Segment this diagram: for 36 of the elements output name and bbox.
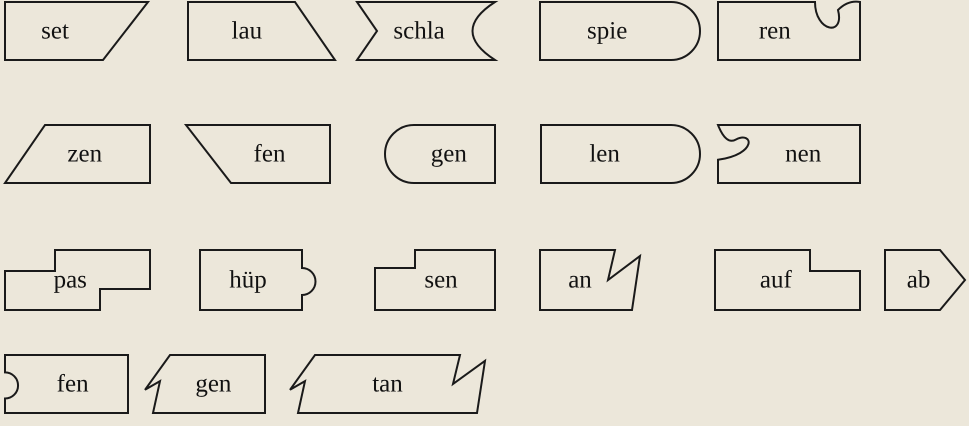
symbol-shape: [5, 125, 150, 183]
symbol-shape: [5, 250, 150, 310]
symbol-shape: [885, 250, 965, 310]
syllable-text: an: [568, 268, 592, 292]
syllable-text: fen: [254, 142, 286, 166]
symbol-shape: [718, 125, 860, 183]
syllable-text: gen: [195, 372, 232, 396]
symbol-shape: [718, 2, 860, 60]
symbol-shape: [5, 2, 148, 60]
syllable-text: ab: [906, 268, 930, 292]
syllable-text: zen: [67, 142, 102, 166]
symbol-shape: [186, 125, 330, 183]
symbol-shape: [5, 355, 128, 413]
symbol-shape: [385, 125, 495, 183]
syllable-text: gen: [430, 142, 467, 166]
syllable-text: len: [589, 142, 620, 166]
symbol-shape: [145, 355, 265, 413]
syllable-text: pas: [54, 268, 87, 292]
symbol-shape: [715, 250, 860, 310]
syllable-text: spie: [587, 18, 628, 44]
syllable-text: set: [41, 18, 69, 44]
symbol-shape: [540, 2, 700, 60]
syllable-text: auf: [760, 268, 792, 292]
syllable-text: lau: [232, 18, 262, 44]
syllable-text: sen: [424, 268, 458, 292]
symbol-shape: [188, 2, 335, 60]
syllable-text: nen: [785, 142, 822, 166]
syllable-text: ren: [758, 18, 791, 44]
syllable-text: tan: [372, 372, 403, 396]
syllable-text: fen: [56, 372, 89, 396]
syllable-text: hüp: [229, 268, 267, 292]
symbol-shape: [290, 355, 485, 413]
syllable-text: schla: [393, 18, 445, 44]
symbol-shape: [541, 125, 700, 183]
symbol-shape: [540, 250, 640, 310]
symbol-shape: [375, 250, 495, 310]
